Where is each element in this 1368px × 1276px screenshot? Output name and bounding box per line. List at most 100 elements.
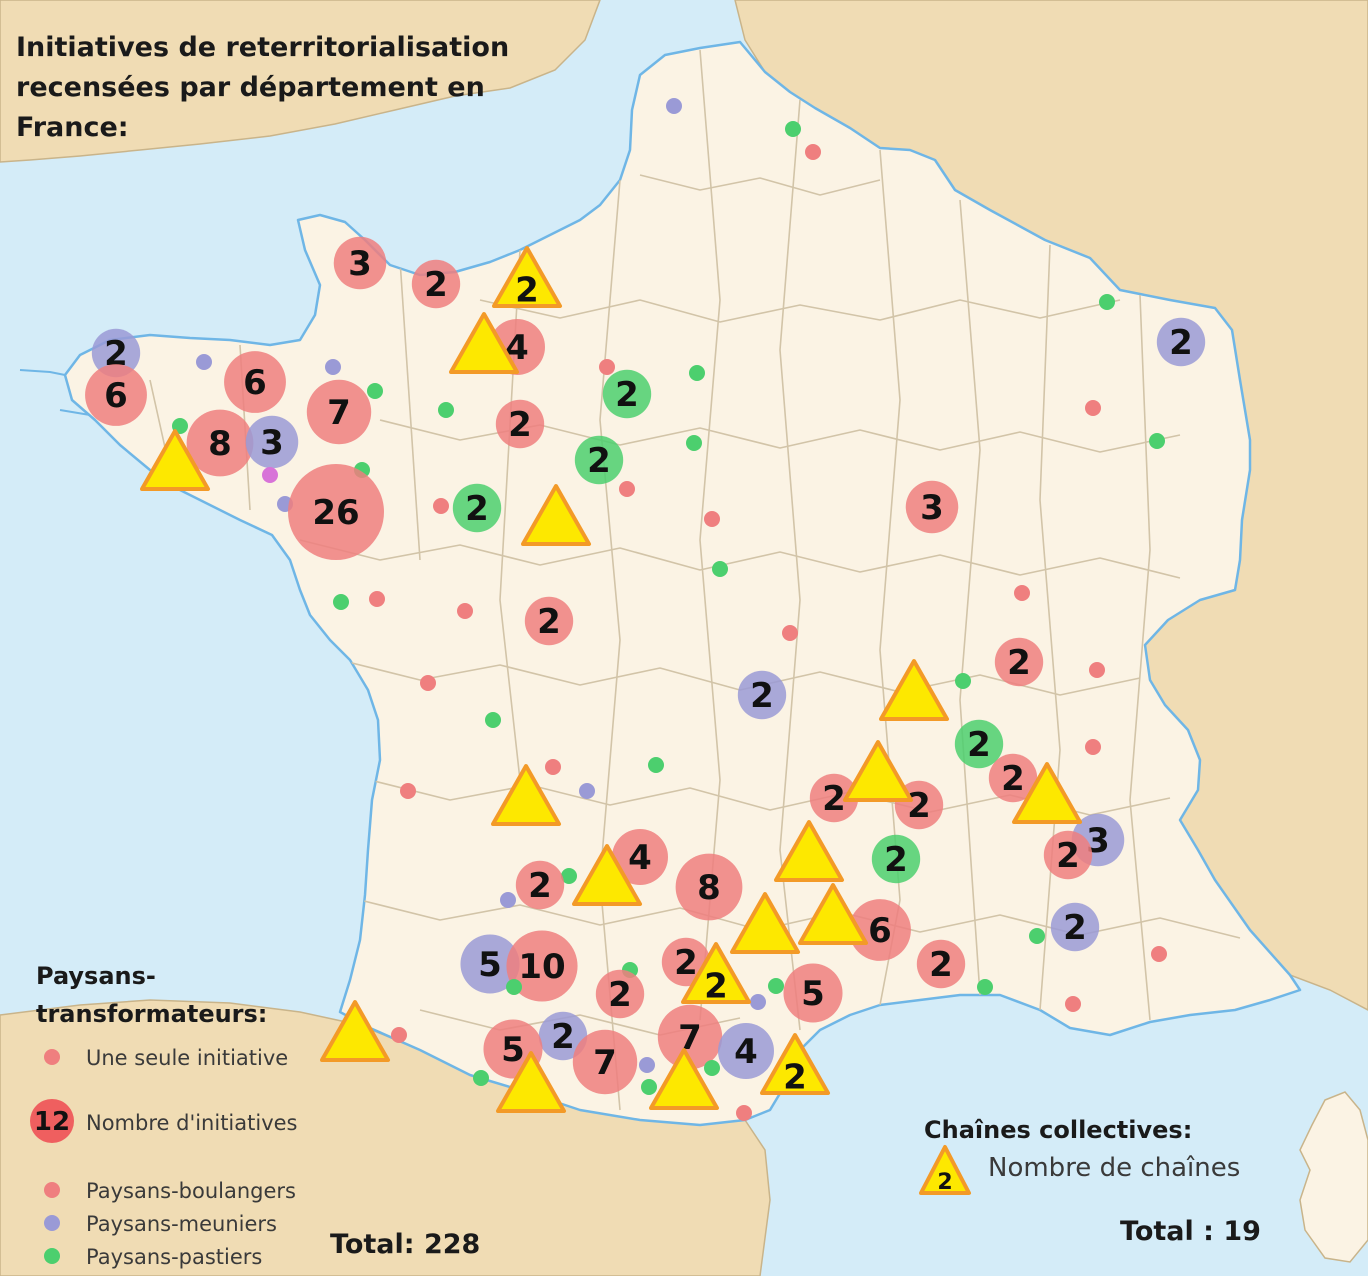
initiative-dot (506, 979, 522, 995)
initiative-dot (438, 402, 454, 418)
chain-triangle (140, 429, 210, 492)
initiative-count-label: 2 (615, 375, 639, 415)
initiative-marker-pastiers: 2 (602, 369, 652, 419)
legend-chain-value: 2 (937, 1170, 952, 1195)
initiative-dot (1156, 317, 1206, 367)
initiative-marker-boulangers (1065, 996, 1081, 1012)
initiative-marker-boulangers: 2 (595, 969, 645, 1019)
initiative-count-label: 2 (104, 334, 128, 374)
initiative-marker-meuniers (639, 1057, 655, 1073)
legend-chains-label: Nombre de chaînes (988, 1153, 1240, 1183)
initiative-dot (1099, 294, 1115, 310)
initiative-count-label: 5 (801, 974, 825, 1014)
initiative-marker-pastiers: 2 (954, 719, 1004, 769)
initiative-marker-boulangers: 3 (905, 480, 959, 534)
legend-meuniers-dot (44, 1215, 60, 1231)
initiative-dot (675, 853, 743, 921)
initiative-marker-boulangers (805, 144, 821, 160)
initiative-marker-boulangers: 10 (506, 930, 578, 1002)
legend-boulangers-dot (44, 1182, 60, 1198)
initiative-marker-boulangers: 6 (224, 351, 286, 413)
initiative-dot (196, 354, 212, 370)
initiative-dot (1050, 902, 1100, 952)
initiative-count-label: 5 (501, 1030, 525, 1070)
initiative-dot (599, 359, 615, 375)
initiative-dot (574, 435, 624, 485)
initiative-marker-boulangers: 2 (495, 399, 545, 449)
chain-count-label: 2 (515, 270, 539, 310)
collective-chain-marker (320, 1000, 390, 1063)
legend-chain-triangle (919, 1145, 971, 1195)
legend-heading-line-2: transformateurs: (36, 1000, 267, 1028)
collective-chain-marker (572, 844, 642, 907)
chain-triangle (774, 820, 844, 883)
initiative-count-label: 6 (868, 911, 892, 951)
initiative-dot (712, 561, 728, 577)
initiative-dot (500, 892, 516, 908)
initiative-marker-meuniers: 2 (91, 328, 141, 378)
legend-pastiers-dot (44, 1248, 60, 1264)
initiative-dot (977, 979, 993, 995)
initiative-dot (782, 625, 798, 641)
initiative-marker-boulangers (1014, 585, 1030, 601)
initiative-count-label: 3 (260, 423, 284, 463)
initiative-dot (988, 753, 1038, 803)
initiative-dot (572, 1029, 638, 1095)
initiative-dot (91, 328, 141, 378)
initiative-dot (524, 596, 574, 646)
initiative-dot (805, 144, 821, 160)
initiative-count-label: 3 (348, 244, 372, 284)
initiative-count-label: 8 (208, 424, 232, 464)
chain-triangle (449, 312, 519, 375)
initiative-dot (639, 1057, 655, 1073)
initiative-marker-pastiers (712, 561, 728, 577)
initiative-count-label: 2 (929, 945, 953, 985)
initiative-dot (783, 963, 843, 1023)
initiative-marker-meuniers (325, 359, 341, 375)
initiative-marker-meuniers: 3 (245, 415, 299, 469)
initiative-dot (1085, 739, 1101, 755)
coast-detail (19, 369, 91, 416)
initiative-count-label: 2 (424, 265, 448, 305)
initiative-marker-meuniers (500, 892, 516, 908)
initiative-dot (916, 939, 966, 989)
chain-triangle (496, 1051, 566, 1114)
initiative-count-label: 3 (1086, 821, 1110, 861)
legend-count-circle (30, 1099, 74, 1143)
initiative-dot (452, 483, 502, 533)
initiative-marker-meuniers: 4 (718, 1023, 774, 1079)
initiative-dot (736, 1105, 752, 1121)
initiative-dot (718, 1023, 774, 1079)
initiative-count-label: 2 (967, 725, 991, 765)
legend-chains-heading: Chaînes collectives: (924, 1116, 1192, 1144)
initiative-marker-pastiers (704, 1060, 720, 1076)
initiative-count-label: 7 (593, 1043, 617, 1083)
initiative-count-label: 2 (465, 489, 489, 529)
chain-triangle (572, 844, 642, 907)
legend-farmers-total: Total: 228 (330, 1229, 480, 1260)
legend-heading-line-1: Paysans- (36, 962, 156, 990)
collective-chain-marker (496, 1051, 566, 1114)
initiative-count-label: 6 (243, 363, 267, 403)
initiative-marker-boulangers: 2 (1043, 830, 1093, 880)
initiative-marker-pastiers (1149, 433, 1165, 449)
chain-triangle (492, 246, 562, 309)
initiative-marker-boulangers: 2 (916, 939, 966, 989)
initiative-dot (689, 365, 705, 381)
initiative-dot (1014, 585, 1030, 601)
initiative-dot (579, 783, 595, 799)
collective-chain-marker (1012, 762, 1082, 825)
initiative-count-label: 4 (734, 1032, 758, 1072)
initiative-count-label: 2 (528, 866, 552, 906)
initiative-dot (473, 1070, 489, 1086)
initiative-count-label: 2 (822, 779, 846, 819)
initiative-marker-meuniers: 2 (1050, 902, 1100, 952)
initiative-marker-boulangers (400, 783, 416, 799)
initiative-count-label: 2 (1001, 759, 1025, 799)
initiative-marker-boulangers (1085, 739, 1101, 755)
chain-triangle (491, 764, 561, 827)
legend-chains: Chaînes collectives: 2 Nombre de chaînes… (919, 1116, 1261, 1247)
initiative-count-label: 2 (608, 975, 632, 1015)
